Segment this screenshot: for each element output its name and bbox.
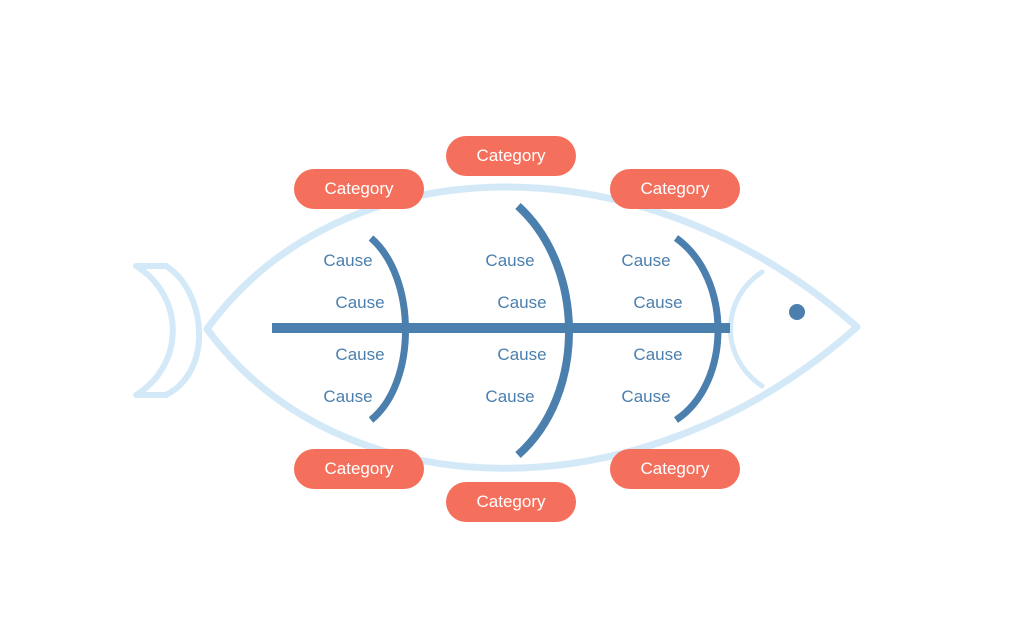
cause-label: Cause — [497, 293, 547, 312]
cause-label: Cause — [633, 345, 683, 364]
cause-label: Cause — [621, 251, 671, 270]
rib-right — [673, 235, 722, 423]
rib-left — [368, 235, 409, 423]
fish-eye — [789, 304, 805, 320]
cause-label: Cause — [485, 387, 535, 406]
cause-label: Cause — [633, 293, 683, 312]
cause-label: Cause — [323, 251, 373, 270]
category-bottom-left: Category — [294, 449, 424, 489]
category-top-left: Category — [294, 169, 424, 209]
cause-label: Cause — [621, 387, 671, 406]
rib-center — [515, 203, 573, 458]
category-bottom-right: Category — [610, 449, 740, 489]
category-bottom-center: Category — [446, 482, 576, 522]
fish-tail — [133, 263, 202, 398]
cause-label: Cause — [323, 387, 373, 406]
fish-gill — [728, 269, 765, 389]
category-top-center: Category — [446, 136, 576, 176]
cause-label: Cause — [335, 345, 385, 364]
cause-label: Cause — [335, 293, 385, 312]
category-top-right: Category — [610, 169, 740, 209]
cause-label: Cause — [485, 251, 535, 270]
cause-label: Cause — [497, 345, 547, 364]
